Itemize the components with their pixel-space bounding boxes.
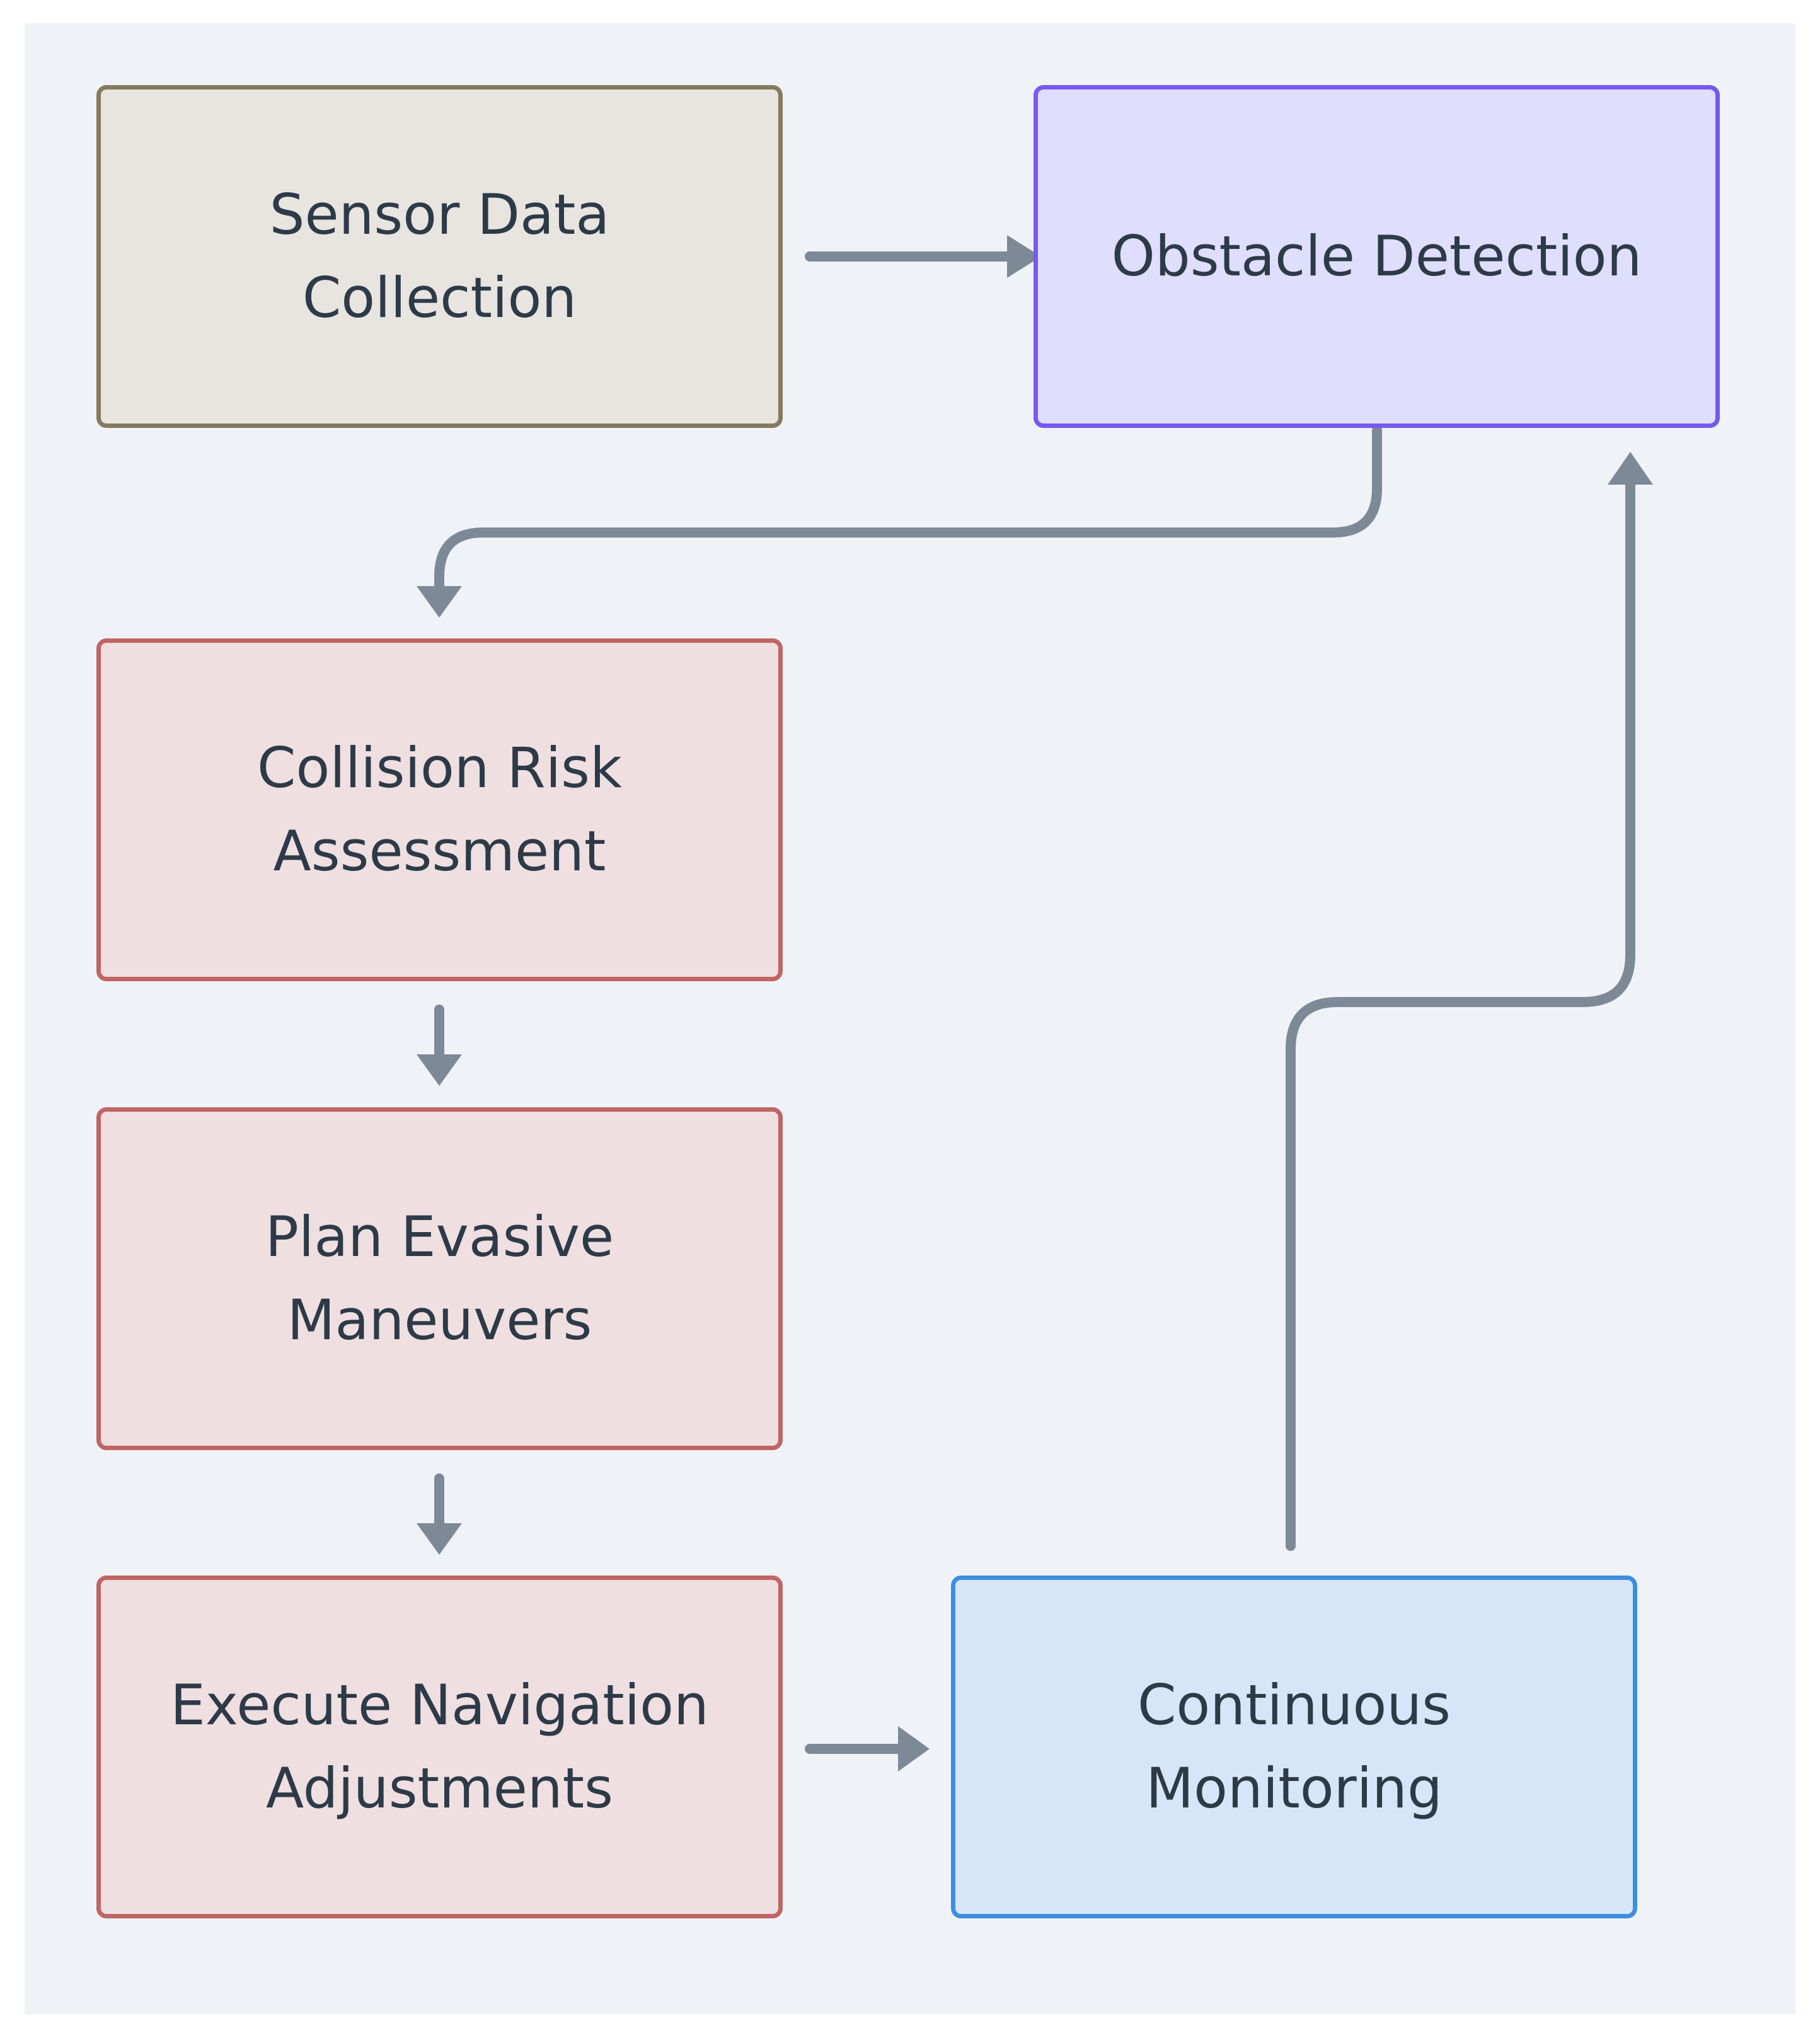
node-label: Collision Risk Assessment	[257, 735, 622, 884]
arrowhead-plan-to-execute	[417, 1523, 462, 1555]
node-label: Continuous Monitoring	[1137, 1673, 1451, 1821]
arrowhead-sensor-to-obstacle	[1007, 235, 1041, 278]
edge-obstacle-to-risk	[434, 425, 1382, 604]
node-plan-evasive-maneuvers[interactable]: Plan Evasive Maneuvers	[96, 1107, 783, 1450]
node-collision-risk-assessment[interactable]: Collision Risk Assessment	[96, 638, 783, 981]
node-label: Obstacle Detection	[1111, 224, 1642, 289]
edge-monitor-to-obstacle	[1286, 468, 1635, 1551]
node-sensor-data-collection[interactable]: Sensor Data Collection	[96, 85, 783, 428]
arrowhead-execute-to-monitor	[898, 1726, 930, 1772]
node-label: Execute Navigation Adjustments	[170, 1673, 709, 1821]
arrowhead-risk-to-plan	[417, 1054, 462, 1086]
node-label: Sensor Data Collection	[269, 182, 610, 330]
arrowhead-obstacle-to-risk	[417, 586, 462, 618]
arrowhead-monitor-to-obstacle	[1608, 452, 1653, 485]
node-execute-navigation-adjustments[interactable]: Execute Navigation Adjustments	[96, 1576, 783, 1918]
node-obstacle-detection[interactable]: Obstacle Detection	[1034, 85, 1720, 428]
node-continuous-monitoring[interactable]: Continuous Monitoring	[951, 1576, 1637, 1918]
node-label: Plan Evasive Maneuvers	[265, 1204, 614, 1352]
